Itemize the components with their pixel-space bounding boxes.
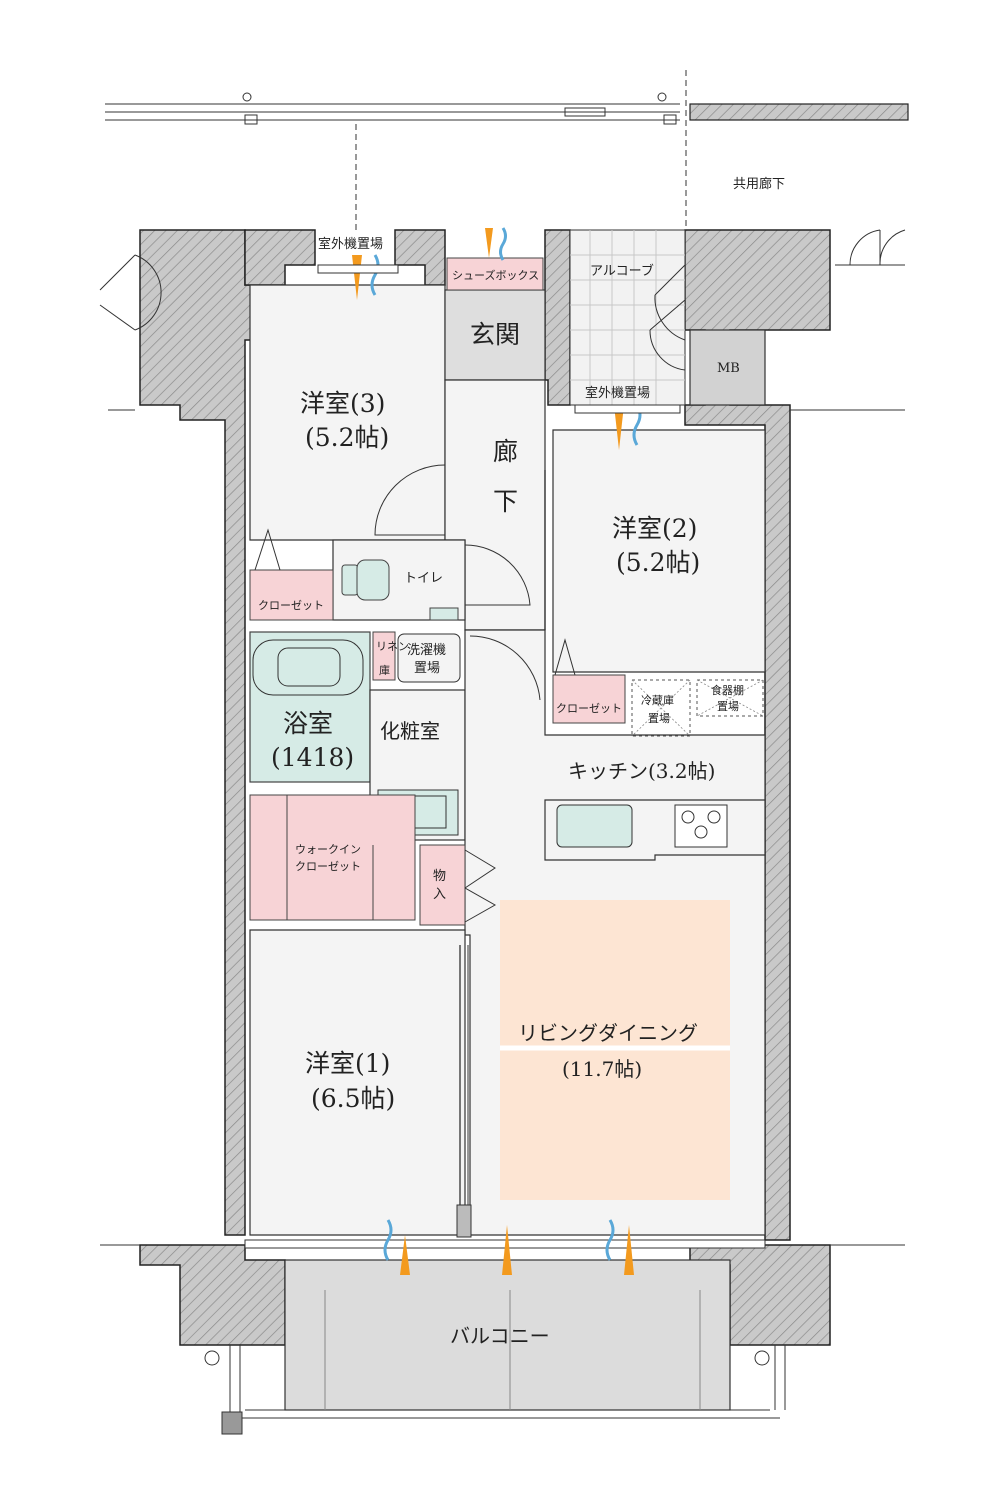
walk-in-closet bbox=[249, 794, 416, 921]
balcony-area bbox=[100, 1239, 905, 1435]
kitchen-label: キッチン(3.2帖) bbox=[568, 759, 715, 783]
shared-corridor-label: 共用廊下 bbox=[733, 176, 785, 192]
meter-box bbox=[689, 329, 766, 406]
closet-right bbox=[552, 674, 626, 724]
room-1 bbox=[249, 929, 466, 1236]
washer-space bbox=[397, 633, 461, 683]
toilet-fixture bbox=[341, 559, 459, 621]
kitchen-sink bbox=[556, 804, 633, 848]
room-3-name: 洋室(3) bbox=[300, 389, 385, 418]
room-3-size: (5.2帖) bbox=[305, 423, 389, 452]
room-2-size: (5.2帖) bbox=[616, 548, 700, 577]
hallway-label-1: 廊 bbox=[493, 437, 518, 466]
fridge-label-1: 冷蔵庫 bbox=[641, 693, 674, 707]
room-2 bbox=[552, 429, 766, 673]
alcove-area bbox=[569, 229, 686, 406]
alcove-label: アルコーブ bbox=[590, 263, 654, 279]
linen-storage bbox=[372, 631, 396, 681]
washer-label-2: 置場 bbox=[414, 661, 440, 676]
balcony-label: バルコニー bbox=[450, 1324, 550, 1348]
wic-label-1: ウォークイン bbox=[295, 843, 361, 856]
room-2-name: 洋室(2) bbox=[612, 514, 697, 543]
hallway-label-2: 下 bbox=[493, 487, 518, 516]
room-1-size: (6.5帖) bbox=[311, 1084, 395, 1113]
entrance-label: 玄関 bbox=[470, 320, 520, 349]
linen-label-1: リネン bbox=[376, 640, 409, 653]
fridge-label-2: 置場 bbox=[648, 712, 670, 725]
storage-label-2: 入 bbox=[433, 887, 446, 902]
cupboard-label-1: 食器棚 bbox=[711, 683, 744, 697]
wic-label-2: クローゼット bbox=[295, 860, 361, 873]
shoe-box-label: シューズボックス bbox=[452, 268, 539, 282]
living-dining-name: リビングダイニング bbox=[518, 1021, 698, 1045]
bath-size: (1418) bbox=[271, 743, 354, 772]
storage-closet bbox=[419, 844, 466, 926]
linen-label-2: 庫 bbox=[379, 663, 390, 677]
bath-name: 浴室 bbox=[283, 709, 333, 738]
living-dining-size: (11.7帖) bbox=[562, 1057, 642, 1081]
vanity-label: 化粧室 bbox=[380, 719, 440, 743]
shoe-box bbox=[446, 257, 544, 291]
shared-corridor-railing bbox=[105, 70, 909, 230]
interior-doors bbox=[374, 464, 546, 1238]
toilet-label: トイレ bbox=[404, 571, 443, 586]
washer-label-1: 洗濯機 bbox=[407, 643, 446, 658]
room-1-name: 洋室(1) bbox=[305, 1049, 390, 1078]
closet-right-label: クローゼット bbox=[556, 702, 622, 715]
storage-label-1: 物 bbox=[433, 869, 446, 884]
mb-label: MB bbox=[717, 361, 740, 376]
outdoor-unit-mid-label: 室外機置場 bbox=[585, 385, 650, 401]
cupboard-space bbox=[696, 679, 764, 717]
closet-left bbox=[249, 569, 334, 621]
cupboard-label-2: 置場 bbox=[717, 700, 739, 713]
outdoor-unit-top-label: 室外機置場 bbox=[318, 236, 383, 252]
neighbor-doors bbox=[99, 229, 906, 411]
fridge-space bbox=[631, 679, 691, 737]
closet-left-label: クローゼット bbox=[258, 599, 324, 612]
